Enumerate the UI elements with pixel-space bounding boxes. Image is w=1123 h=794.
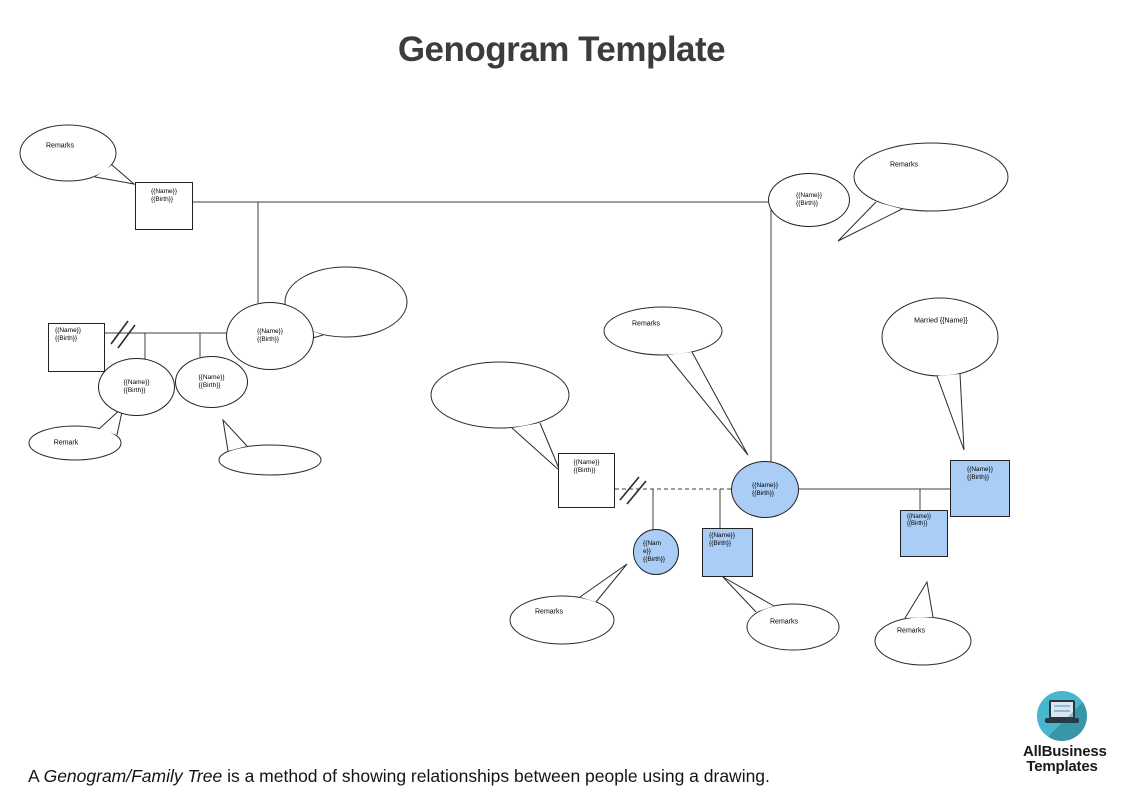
- speech-bubble-married: [881, 297, 999, 451]
- node-label: {{Name}} {{Birth}}: [150, 188, 178, 203]
- node-male-top-left: {{Name}} {{Birth}}: [135, 182, 193, 230]
- divorce-slashes: [110, 320, 647, 505]
- bubble-label-married: Married {{Name}}: [914, 317, 968, 325]
- page-title: Genogram Template: [397, 30, 726, 69]
- node-female-center-blue: {{Name}} {{Birth}}: [731, 461, 799, 518]
- speech-bubbles: [19, 124, 1009, 666]
- speech-bubble-remarks-bottom-center: [722, 576, 840, 651]
- node-female-child-2: {{Name}} {{Birth}}: [175, 356, 248, 408]
- node-label: {{Name}} {{Birth}}: [123, 379, 150, 394]
- node-label: {{Name}} {{Birth}}: [966, 466, 994, 481]
- speech-bubble-remarks-top-right: [837, 142, 1009, 242]
- speech-bubble-remarks-bottom-right: [874, 580, 972, 666]
- caption: A Genogram/Family Tree is a method of sh…: [28, 766, 770, 787]
- node-label: {{Name}} {{Birth}}: [198, 374, 225, 389]
- caption-prefix: A: [28, 765, 44, 786]
- node-label: {{Name}} {{Birth}}: [643, 540, 666, 563]
- laptop-icon: [1037, 691, 1087, 741]
- logo-text-line1: AllBusiness: [1023, 743, 1107, 760]
- divorce-slash-center-1: [619, 476, 640, 501]
- bubble-label-remarks-bottom-left: Remarks: [534, 608, 564, 616]
- speech-bubble-remarks-top-left: [19, 124, 136, 185]
- laptop-screen-lines: [1054, 705, 1070, 714]
- node-label: {{Name}} {{Birth}}: [907, 514, 932, 528]
- laptop-screen: [1049, 700, 1075, 719]
- bubble-label-remarks-top-right: Remarks: [889, 161, 919, 169]
- laptop-base: [1045, 718, 1079, 723]
- node-label: {{Name}} {{Birth}}: [55, 327, 82, 342]
- node-female-mother: {{Name}} {{Birth}}: [226, 302, 314, 370]
- node-male-left: {{Name}} {{Birth}}: [48, 323, 105, 372]
- connector-lines: [105, 201, 950, 530]
- node-label: {{Name}} {{Birth}}: [751, 481, 779, 497]
- divorce-slash-center-2: [626, 480, 647, 505]
- logo-text: AllBusiness Templates: [1023, 743, 1107, 775]
- node-label: {{Name}} {{Birth}}: [256, 328, 284, 343]
- logo-text-line2: Templates: [1026, 758, 1098, 775]
- divorce-slash-left-1: [110, 320, 129, 345]
- node-child-small-blue: {{Name}} {{Birth}}: [900, 510, 948, 557]
- bubble-label-remarks-bottom-center: Remarks: [769, 618, 799, 626]
- node-child-rect-blue: {{Name}} {{Birth}}: [702, 528, 753, 577]
- caption-italic: Genogram/Family Tree: [43, 765, 223, 786]
- node-child-circle-blue: {{Name}} {{Birth}}: [633, 529, 679, 575]
- node-female-child-1: {{Name}} {{Birth}}: [98, 358, 175, 416]
- speech-bubble-remarks-bottom-left: [509, 563, 628, 645]
- caption-suffix: is a method of showing relationships bet…: [222, 765, 770, 786]
- speech-bubble-empty-center: [430, 361, 570, 472]
- speech-bubble-remark-left: [28, 405, 124, 461]
- bubble-label-remark-left: Remark: [53, 439, 79, 447]
- bubble-label-remarks-bottom-right: Remarks: [896, 627, 926, 635]
- bubble-label-remarks-middle: Remarks: [631, 320, 661, 328]
- node-female-top-right: {{Name}} {{Birth}}: [768, 173, 850, 227]
- node-male-divorced-spouse: {{Name}} {{Birth}}: [558, 453, 615, 508]
- speech-bubble-empty-bottom-left: [218, 418, 322, 476]
- node-male-spouse-blue: {{Name}} {{Birth}}: [950, 460, 1010, 517]
- speech-bubble-remarks-middle: [603, 306, 749, 456]
- bubble-label-remarks-top-left: Remarks: [45, 142, 75, 150]
- node-label: {{Name}} {{Birth}}: [573, 459, 600, 474]
- allbusiness-logo: AllBusiness Templates: [1023, 691, 1107, 775]
- node-label: {{Name}} {{Birth}}: [709, 532, 736, 547]
- node-label: {{Name}} {{Birth}}: [795, 192, 823, 207]
- divorce-slash-left-2: [117, 324, 136, 349]
